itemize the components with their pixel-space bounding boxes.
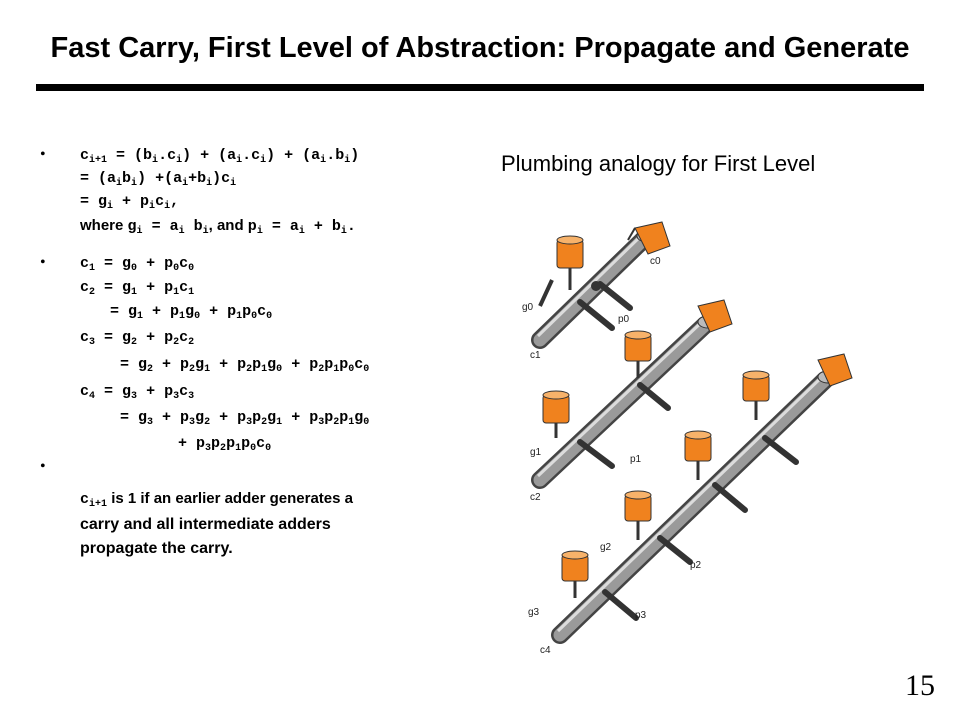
carry-equation-line-2: = (aibi) +(ai+bi)ci: [80, 170, 237, 189]
label-g0: g0: [522, 302, 534, 313]
tank-g1: [542, 390, 570, 438]
label-p3: p3: [635, 610, 647, 621]
title-rule: [36, 84, 924, 91]
pitcher-c0-stage-2: [697, 299, 733, 333]
c2-expansion: = g1 + p1g0 + p1p0c0: [110, 303, 273, 322]
bullet-marker: •: [40, 146, 46, 163]
slide-title: Fast Carry, First Level of Abstraction: …: [50, 32, 910, 64]
bullet-marker: •: [40, 254, 46, 271]
page-number: 15: [905, 669, 935, 702]
tank-g3: [561, 550, 589, 598]
label-c0: c0: [650, 256, 661, 267]
label-g2: g2: [600, 542, 612, 553]
pipe-stage-1: [531, 229, 658, 349]
diagram-caption: Plumbing analogy for First Level: [501, 151, 816, 176]
pitcher-c0-stage-1: [627, 221, 671, 255]
bullet-marker: •: [40, 458, 46, 475]
c3-expansion: = g2 + p2g1 + p2p1g0 + p2p1p0c0: [120, 356, 370, 375]
c2-equation: c2 = g1 + p1c1: [80, 279, 195, 298]
c1-equation: c1 = g0 + p0c0: [80, 255, 195, 274]
tank-g1-stage-4: [684, 430, 712, 480]
label-p2: p2: [690, 560, 702, 571]
tank-g2: [624, 490, 652, 540]
pipe-stage-4: [551, 370, 839, 644]
label-g1: g1: [530, 447, 542, 458]
c4-expansion-continued: + p3p2p1p0c0: [178, 435, 272, 454]
label-g3: g3: [528, 607, 540, 618]
label-c4: c4: [540, 645, 551, 656]
c3-equation: c3 = g2 + p2c2: [80, 329, 195, 348]
carry-equation-line-3: = gi + pici,: [80, 193, 180, 212]
pitcher-c0-stage-4: [817, 353, 853, 387]
carry-explanation-line-2: carry and all intermediate adders: [80, 516, 331, 533]
label-p1: p1: [630, 454, 642, 465]
c4-equation: c4 = g3 + p3c3: [80, 383, 195, 402]
label-c1: c1: [530, 350, 541, 361]
plumbing-analogy-diagram: c0 c1 g0 p0 c2 g1 p1 c4 g3 g2 p3 p2: [522, 221, 853, 656]
carry-explanation-line-3: propagate the carry.: [80, 540, 233, 557]
tank-g0: [538, 235, 584, 307]
carry-equation-line-1: ci+1 = (bi.ci) + (ai.ci) + (ai.bi): [80, 147, 360, 166]
label-c2: c2: [530, 492, 541, 503]
label-p0: p0: [618, 314, 630, 325]
tank-g0-stage-4: [742, 370, 770, 420]
carry-equation-line-4: where gi = ai bi, and pi = ai + bi.: [80, 217, 356, 237]
tank-g0-stage-2: [624, 330, 652, 378]
carry-explanation-line-1: ci+1 is 1 if an earlier adder generates …: [80, 490, 353, 510]
c4-expansion: = g3 + p3g2 + p3p2g1 + p3p2p1g0: [120, 409, 370, 428]
